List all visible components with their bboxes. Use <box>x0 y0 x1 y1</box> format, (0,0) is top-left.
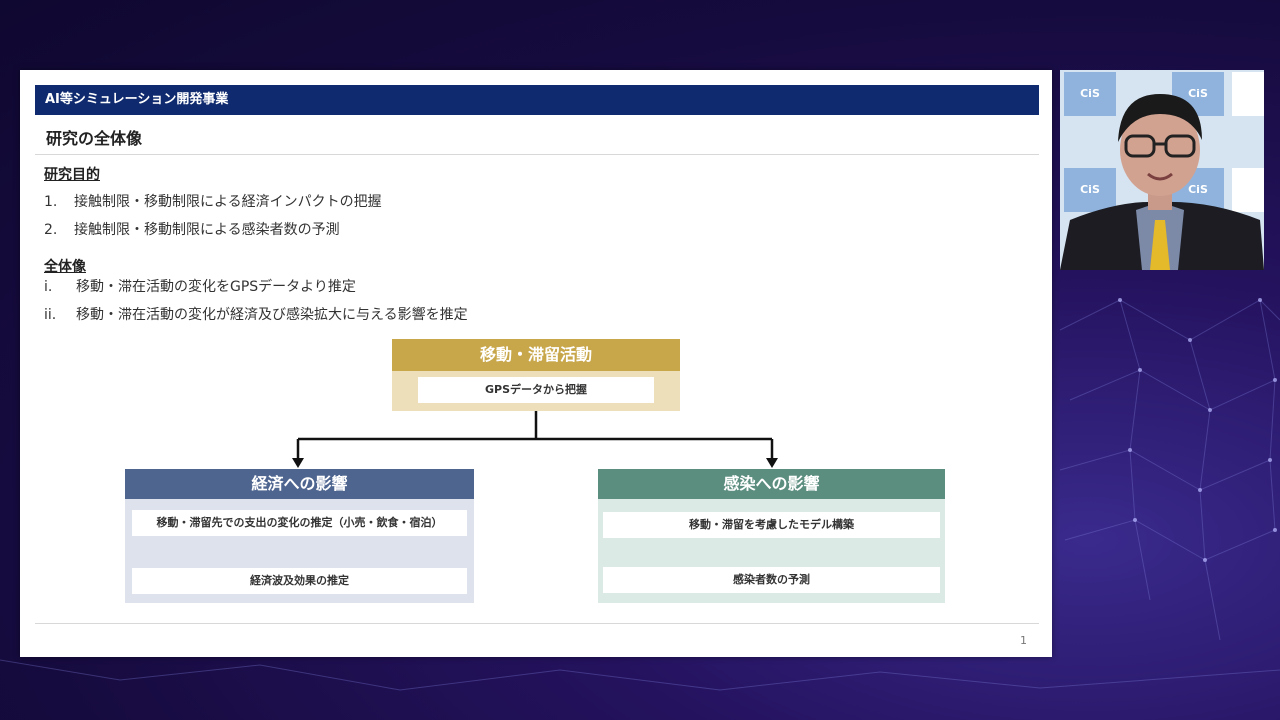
infection-impact-title: 感染への影響 <box>598 469 945 499</box>
overview-heading: 全体像 <box>44 259 86 275</box>
presentation-slide: AI等シミュレーション開発事業 研究の全体像 研究目的 1. 接触制限・移動制限に… <box>20 70 1052 657</box>
overview-item-text: 移動・滞在活動の変化をGPSデータより推定 <box>76 279 356 295</box>
economy-step-spending: 移動・滞留先での支出の変化の推定（小売・飲食・宿泊） <box>132 510 467 536</box>
logo-tile <box>1232 72 1264 116</box>
speaker-video: CiS CiS CiS CiS <box>1060 70 1264 270</box>
page-number: 1 <box>1020 634 1027 647</box>
purpose-item: 1. 接触制限・移動制限による経済インパクトの把握 <box>44 191 382 211</box>
title-divider <box>35 154 1039 155</box>
overview-item: ii. 移動・滞在活動の変化が経済及び感染拡大に与える影響を推定 <box>44 304 468 324</box>
purpose-item-text: 接触制限・移動制限による経済インパクトの把握 <box>74 194 382 210</box>
purpose-item-text: 接触制限・移動制限による感染者数の予測 <box>74 222 340 238</box>
purpose-item: 2. 接触制限・移動制限による感染者数の予測 <box>44 219 340 239</box>
infection-step-model: 移動・滞留を考慮したモデル構築 <box>603 512 940 538</box>
overview-item-number: ii. <box>44 307 57 323</box>
purpose-item-number: 1. <box>44 194 58 210</box>
purpose-heading: 研究目的 <box>44 167 100 183</box>
footer-divider <box>35 623 1039 624</box>
logo-tile: CiS <box>1064 168 1116 212</box>
economy-impact-body: 移動・滞留先での支出の変化の推定（小売・飲食・宿泊） 経済波及効果の推定 <box>125 499 474 603</box>
overview-item-number: i. <box>44 279 53 295</box>
slide-banner: AI等シミュレーション開発事業 <box>35 85 1039 115</box>
purpose-item-number: 2. <box>44 222 58 238</box>
logo-tile: CiS <box>1064 72 1116 116</box>
activity-box-body: GPSデータから把握 <box>392 371 680 411</box>
infection-step-prediction: 感染者数の予測 <box>603 567 940 593</box>
activity-detail: GPSデータから把握 <box>418 377 654 403</box>
economy-impact-title: 経済への影響 <box>125 469 474 499</box>
slide-title: 研究の全体像 <box>46 129 143 148</box>
activity-box-title: 移動・滞留活動 <box>392 339 680 371</box>
overview-item: i. 移動・滞在活動の変化をGPSデータより推定 <box>44 276 356 296</box>
logo-tile <box>1232 168 1264 212</box>
overview-item-text: 移動・滞在活動の変化が経済及び感染拡大に与える影響を推定 <box>76 307 468 323</box>
speaker-avatar <box>1060 94 1264 270</box>
infection-impact-body: 移動・滞留を考慮したモデル構築 感染者数の予測 <box>598 499 945 603</box>
economy-step-ripple-effect: 経済波及効果の推定 <box>132 568 467 594</box>
